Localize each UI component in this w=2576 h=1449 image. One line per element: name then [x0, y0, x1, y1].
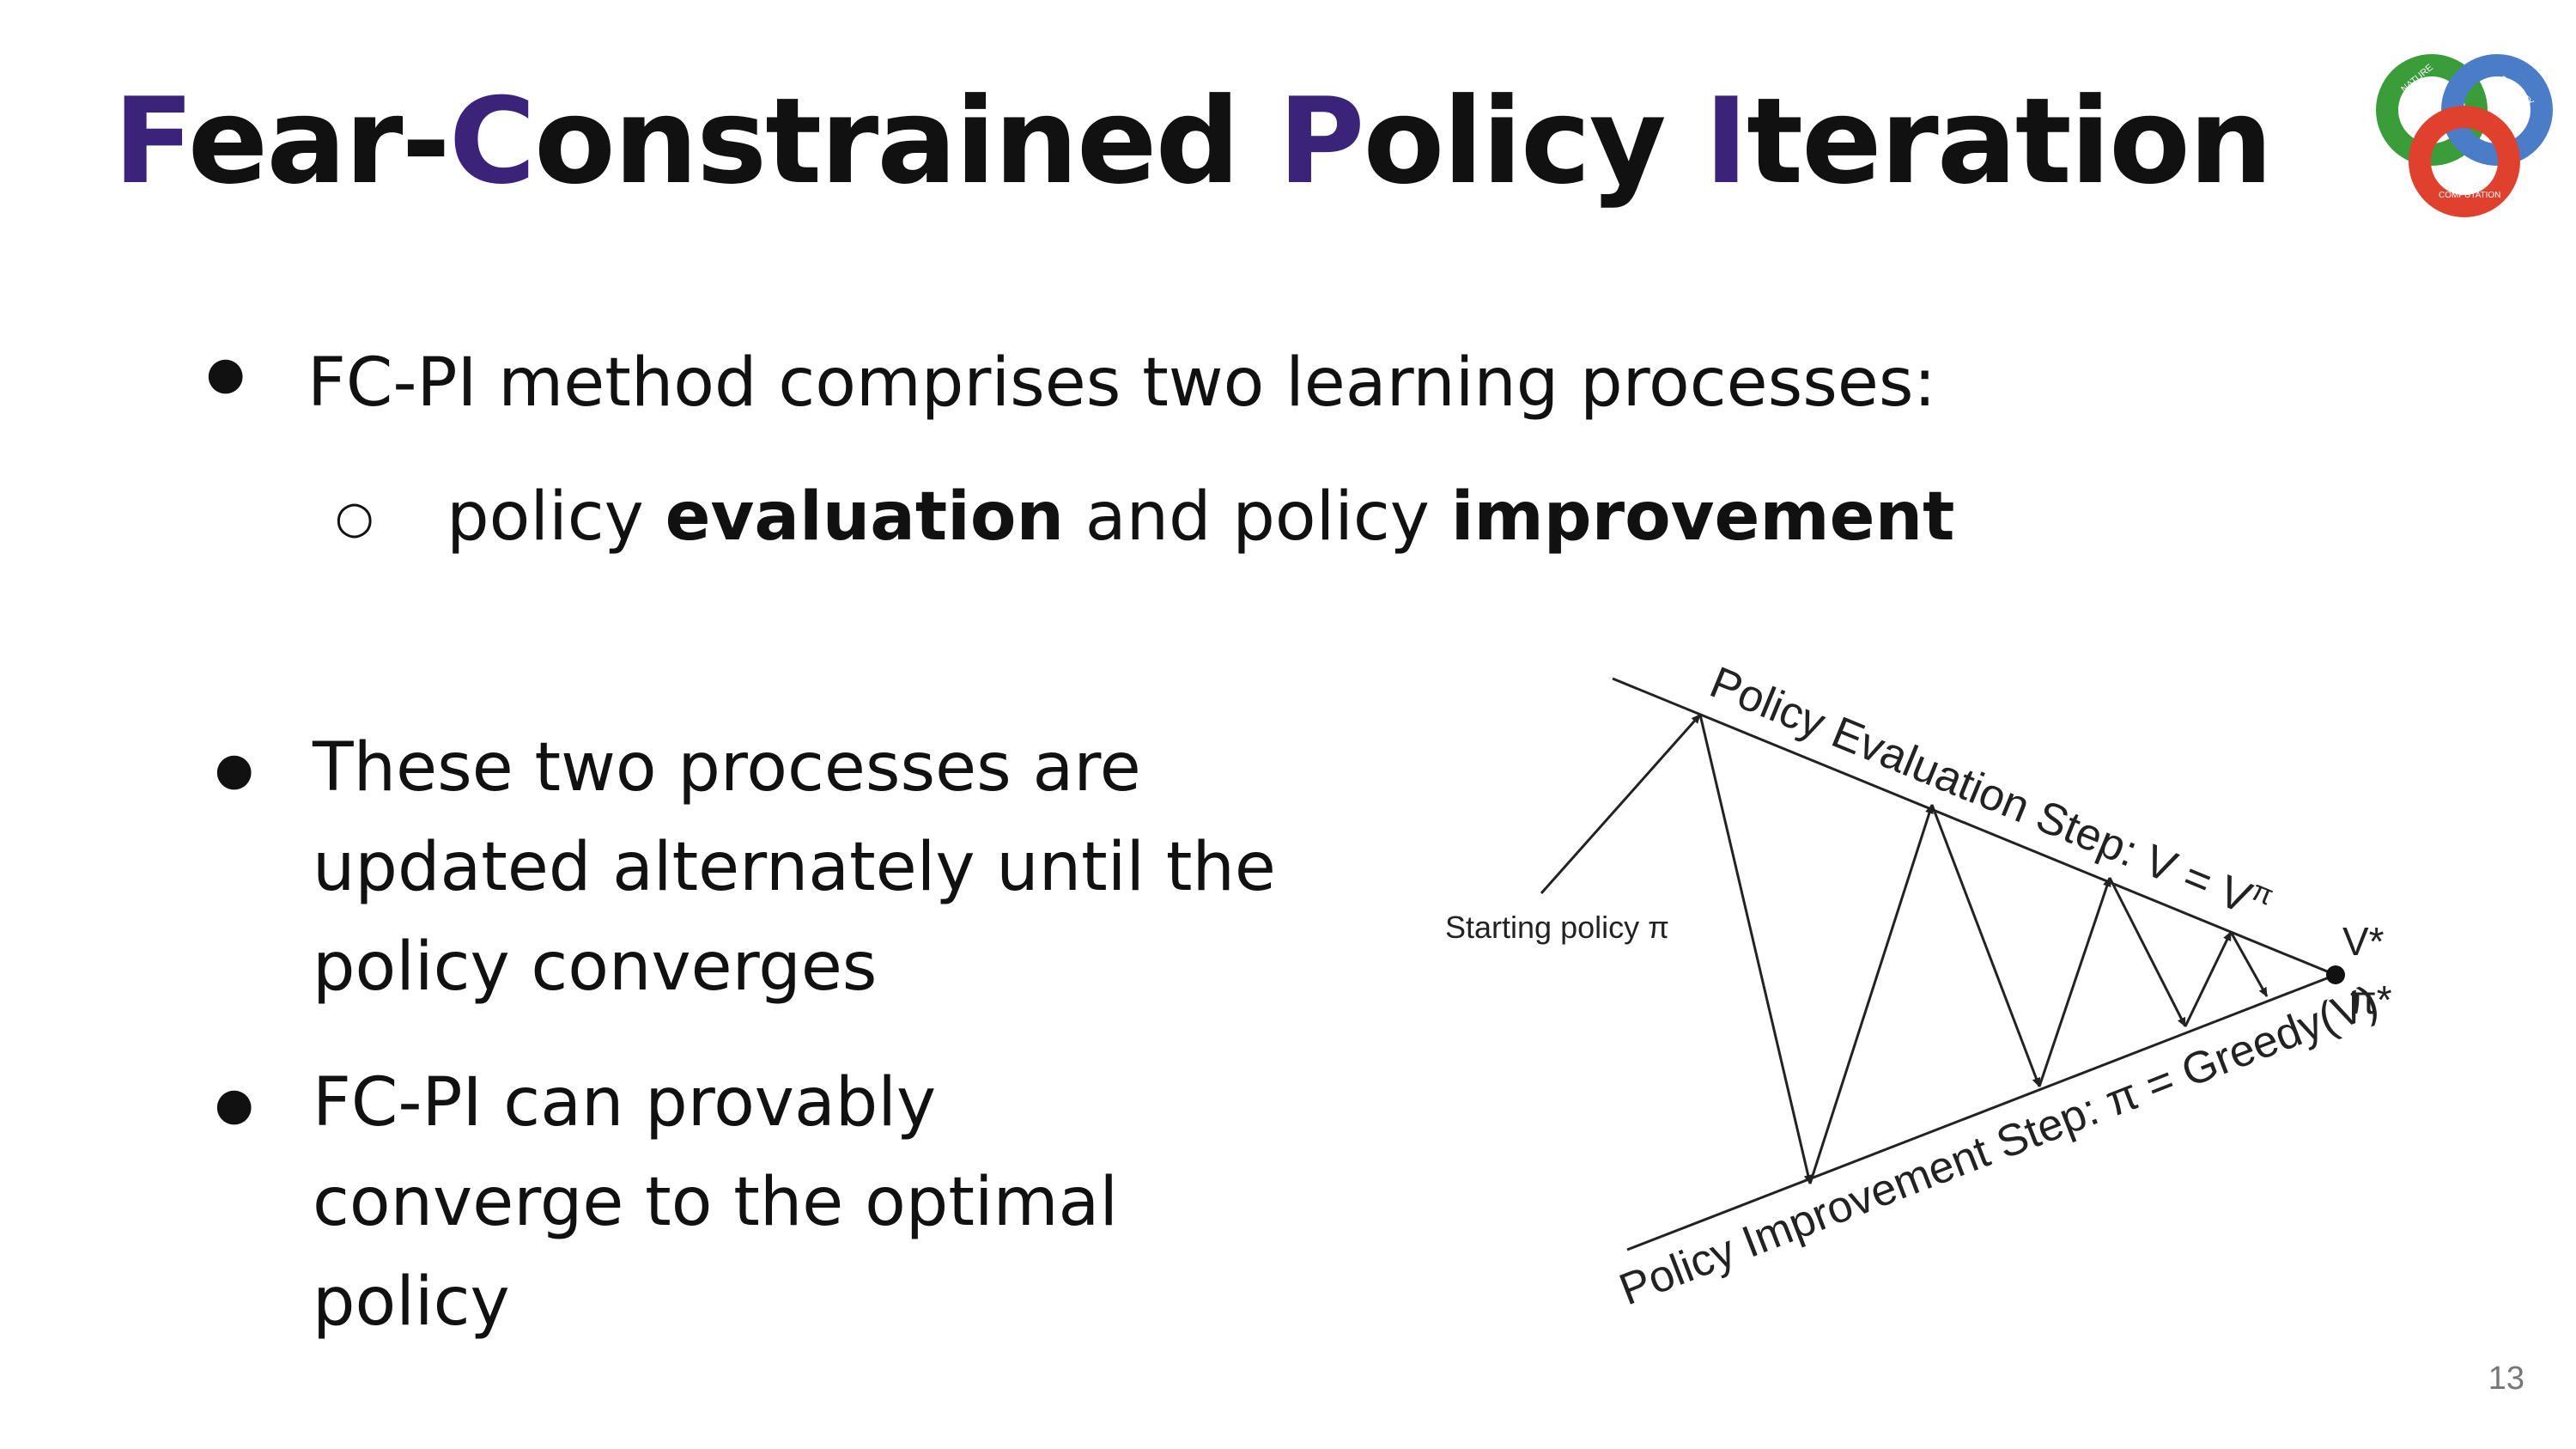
start-arrow — [1540, 714, 1702, 894]
evaluation-step-sup: π — [2247, 874, 2278, 912]
title-segment: ear- — [187, 72, 451, 210]
optimum-dot — [2326, 965, 2345, 984]
zigzag-arrow — [1930, 804, 2041, 1087]
logo-text-computation: COMPUTATION — [2439, 191, 2500, 200]
sub-bullet-bold-improvement: improvement — [1450, 478, 1955, 556]
bullet-line: FC-PI can provably — [313, 1064, 937, 1142]
title-initial: P — [1278, 72, 1364, 210]
title-initial: F — [113, 72, 190, 210]
bullet-text: FC-PI method comprises two learning proc… — [307, 344, 1936, 422]
title-initial: I — [1704, 72, 1748, 210]
bullet-line: policy converges — [313, 928, 878, 1006]
logo-icon: NATURE SOCIETY COMPUTATION — [2376, 54, 2553, 217]
starting-policy-label: Starting policy π — [1445, 910, 1669, 945]
evaluation-line — [1612, 677, 2336, 977]
bullet-line: These two processes are — [313, 729, 1141, 807]
title-segment: onstrained — [534, 72, 1279, 210]
zigzag-arrow — [2038, 877, 2111, 1087]
logo-red-ring — [2409, 106, 2520, 217]
improvement-line — [1626, 973, 2336, 1251]
bullet-dot: ● — [215, 744, 254, 795]
page-number: 13 — [2488, 1361, 2524, 1397]
bullet-line: policy — [313, 1263, 510, 1341]
bullet-dot: ● — [206, 348, 246, 399]
sub-bullet-circle: ○ — [335, 492, 374, 544]
improvement-step-label: Policy Improvement Step: π = Greedy(V) — [1613, 977, 2385, 1316]
bullet-alternating-updates: These two processes are updated alternat… — [313, 718, 1343, 1017]
sub-bullet: ○ policy evaluation and policy improveme… — [335, 478, 1954, 558]
bullet-convergence: FC-PI can provably converge to the optim… — [313, 1053, 1343, 1352]
sub-bullet-text-2: and policy — [1064, 478, 1451, 556]
bullet-dot: ● — [215, 1079, 254, 1130]
pi-star-label: π* — [2349, 977, 2392, 1022]
evaluation-step-label: Policy Evaluation Step: V = Vπ — [1703, 654, 2278, 931]
bullet-line: converge to the optimal — [313, 1164, 1119, 1241]
zigzag-arrow — [2184, 931, 2233, 1027]
zigzag-arrow — [2229, 931, 2269, 997]
bullet-line: updated alternately until the — [313, 829, 1276, 906]
sub-bullet-text-1: policy — [447, 478, 665, 556]
v-star-label: V* — [2342, 919, 2385, 964]
zigzag-arrow — [2108, 877, 2187, 1027]
zigzag-arrow — [1808, 804, 1934, 1184]
slide-title: Fear-Constrained Policy Iteration — [113, 82, 2273, 201]
zigzag-arrow — [1698, 714, 1813, 1184]
title-segment: olicy — [1363, 72, 1704, 210]
sub-bullet-bold-evaluation: evaluation — [665, 478, 1065, 556]
title-segment: teration — [1747, 72, 2273, 210]
bullet-learning-processes: ● FC-PI method comprises two learning pr… — [206, 344, 1936, 424]
title-initial: C — [448, 72, 536, 210]
evaluation-step-text: Policy Evaluation Step: V = V — [1703, 657, 2258, 923]
